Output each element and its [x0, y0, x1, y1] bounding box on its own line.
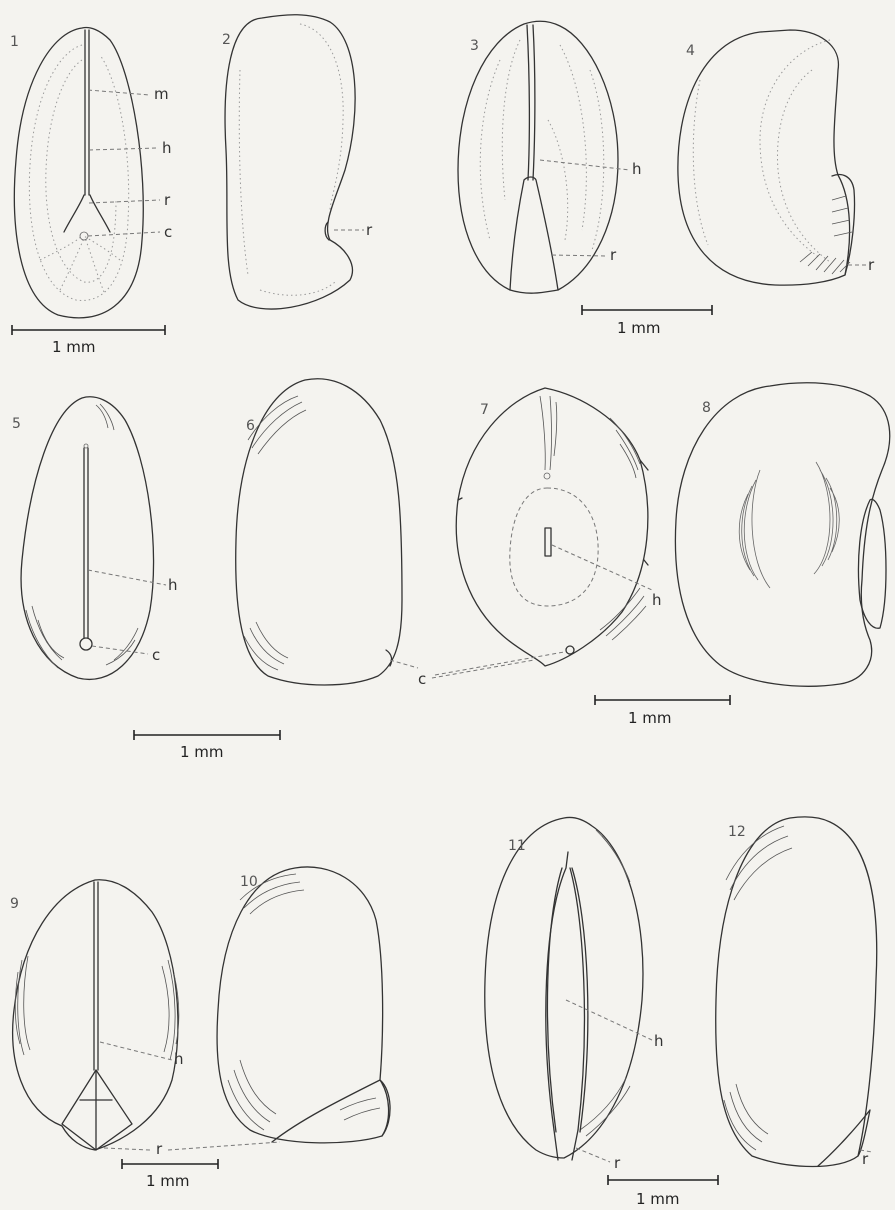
scale-bar-1-label: 1 mm [52, 338, 96, 356]
figure-4-seed [678, 30, 866, 285]
figure-3-number: 3 [470, 38, 479, 54]
figure-5-number: 5 [12, 416, 21, 432]
figure-6-label-c: c [418, 670, 426, 688]
figure-3-label-h: h [632, 160, 642, 178]
figure-5-label-h: h [168, 576, 178, 594]
figure-8-number: 8 [702, 400, 711, 416]
figure-1-label-m: m [154, 85, 169, 103]
scale-bar-4-label: 1 mm [628, 709, 672, 727]
figure-2-number: 2 [222, 32, 231, 48]
figure-8-seed [675, 383, 889, 686]
figure-1-label-h: h [162, 139, 172, 157]
figure-9-label-r: r [156, 1140, 163, 1158]
figure-6-number: 6 [246, 418, 255, 434]
figure-9-seed [13, 880, 179, 1150]
figure-7-seed [435, 388, 652, 675]
figure-5-seed [21, 397, 166, 680]
figure-5-label-c: c [152, 646, 160, 664]
figure-9-number: 9 [10, 896, 19, 912]
figure-12-number: 12 [728, 824, 746, 840]
figure-2-label-r: r [366, 221, 373, 239]
figure-9-label-h: h [174, 1050, 184, 1068]
scale-bar-2 [582, 305, 712, 315]
figure-3-label-r: r [610, 246, 617, 264]
figure-10-seed [217, 867, 390, 1143]
figure-3-seed [458, 21, 630, 293]
scale-bar-1 [12, 325, 165, 335]
figure-1-label-r: r [164, 191, 171, 209]
figure-11-label-r: r [614, 1154, 621, 1172]
scale-bar-6 [608, 1175, 718, 1185]
figure-1-number: 1 [10, 34, 19, 50]
scale-bar-3 [134, 730, 280, 740]
figure-1-seed [14, 28, 160, 318]
figure-11-seed [485, 817, 652, 1162]
figure-4-label-r: r [868, 256, 875, 274]
figure-12-label-r: r [862, 1150, 869, 1168]
figure-11-label-h: h [654, 1032, 664, 1050]
figure-11-number: 11 [508, 838, 526, 854]
scale-bar-5-label: 1 mm [146, 1172, 190, 1190]
scale-bar-3-label: 1 mm [180, 743, 224, 761]
figure-2-seed [225, 15, 364, 309]
figure-7-number: 7 [480, 402, 489, 418]
figure-1-label-c: c [164, 223, 172, 241]
figure-10-number: 10 [240, 874, 258, 890]
figure-6-seed [236, 379, 402, 685]
figure-12-seed [716, 817, 877, 1167]
figure-7-label-h: h [652, 591, 662, 609]
scale-bar-4 [595, 695, 730, 705]
scale-bar-5 [122, 1159, 218, 1169]
scale-bar-2-label: 1 mm [617, 319, 661, 337]
figure-4-number: 4 [686, 43, 695, 59]
scale-bar-6-label: 1 mm [636, 1190, 680, 1208]
